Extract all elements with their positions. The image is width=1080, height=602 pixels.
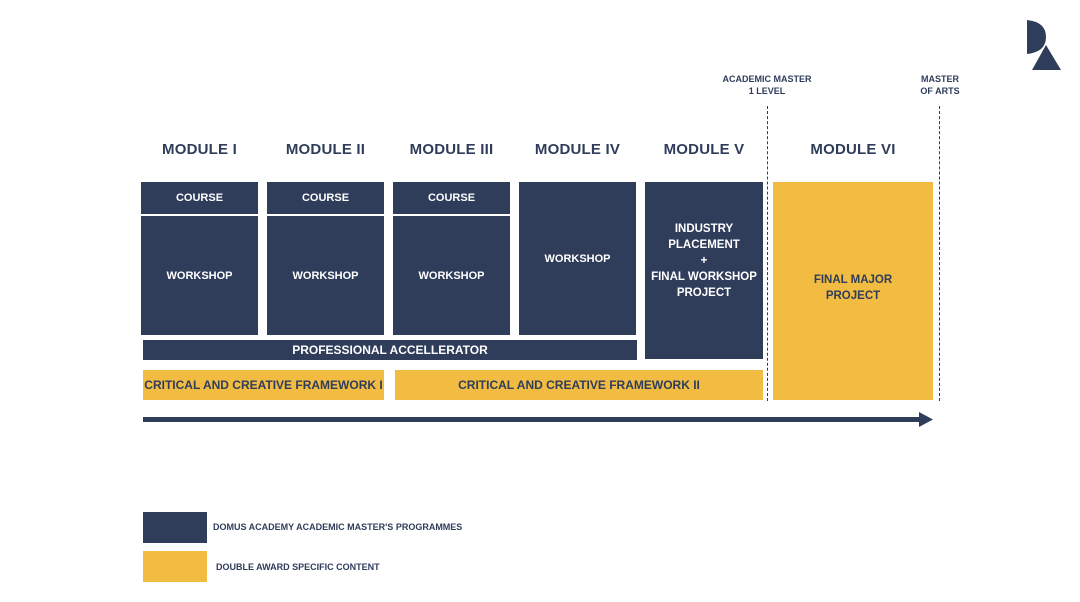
module-3-divider: [393, 214, 510, 216]
module-2-workshop: WORKSHOP: [292, 269, 359, 282]
module-3-workshop: WORKSHOP: [418, 269, 485, 282]
module-2-divider: [267, 214, 384, 216]
logo-d-shape: [1027, 20, 1046, 54]
module-2-title: MODULE II: [285, 141, 366, 158]
professional-accelerator-bar: PROFESSIONAL ACCELLERATOR: [143, 340, 637, 360]
legend-label-double-award: DOUBLE AWARD SPECIFIC CONTENT: [216, 562, 380, 572]
module-5-line-5: PROJECT: [676, 286, 732, 299]
timeline-arrow-shaft: [143, 417, 923, 422]
module-3-title: MODULE III: [409, 141, 494, 158]
module-6-title: MODULE VI: [810, 141, 896, 158]
master-of-arts-line-2: OF ARTS: [920, 86, 960, 96]
module-6-line-2: PROJECT: [825, 290, 881, 302]
module-1-course: COURSE: [175, 192, 224, 204]
module-3-box: COURSE WORKSHOP: [393, 182, 510, 335]
module-5-line-1: INDUSTRY: [674, 222, 734, 235]
module-6-line-1: FINAL MAJOR: [813, 274, 893, 286]
academic-master-divider: [767, 106, 768, 401]
module-1-box: COURSE WORKSHOP: [141, 182, 258, 335]
logo-triangle: [1032, 45, 1061, 70]
module-4-title: MODULE IV: [534, 141, 621, 158]
master-of-arts-divider: [939, 106, 940, 401]
module-4-box: WORKSHOP: [519, 182, 636, 335]
framework-2-bar: CRITICAL AND CREATIVE FRAMEWORK II: [395, 370, 763, 400]
timeline-arrow-head: [919, 412, 933, 427]
legend-label-academic-master: DOMUS ACADEMY ACADEMIC MASTER'S PROGRAMM…: [213, 522, 463, 532]
module-1-workshop: WORKSHOP: [166, 269, 233, 282]
module-2-box: COURSE WORKSHOP: [267, 182, 384, 335]
module-2-course: COURSE: [301, 192, 350, 204]
module-6-content: FINAL MAJOR PROJECT: [773, 182, 933, 400]
module-3-course: COURSE: [427, 192, 476, 204]
module-1-title: MODULE I: [162, 141, 237, 158]
academic-master-line-1: ACADEMIC MASTER: [722, 74, 812, 84]
master-of-arts-label: MASTER OF ARTS: [910, 73, 970, 97]
timeline-arrow: [143, 412, 933, 427]
framework-1-bar: CRITICAL AND CREATIVE FRAMEWORK I: [143, 370, 384, 400]
module-6-box: FINAL MAJOR PROJECT: [773, 182, 933, 400]
module-1-divider: [141, 214, 258, 216]
academic-master-line-2: 1 LEVEL: [748, 86, 786, 96]
module-5-title: MODULE V: [663, 141, 745, 158]
module-5-line-3: +: [700, 254, 708, 267]
module-4-workshop: WORKSHOP: [544, 252, 611, 265]
legend-swatch-academic-master: [143, 512, 207, 543]
legend-swatch-double-award: [143, 551, 207, 582]
module-5-line-4: FINAL WORKSHOP: [651, 270, 757, 283]
module-5-box: INDUSTRY PLACEMENT + FINAL WORKSHOP PROJ…: [645, 182, 763, 359]
module-5-line-2: PLACEMENT: [668, 238, 740, 251]
master-of-arts-line-1: MASTER: [921, 74, 959, 84]
module-5-content: INDUSTRY PLACEMENT + FINAL WORKSHOP PROJ…: [645, 182, 763, 359]
domus-academy-logo: [1027, 20, 1061, 70]
academic-master-level-label: ACADEMIC MASTER 1 LEVEL: [718, 73, 816, 97]
